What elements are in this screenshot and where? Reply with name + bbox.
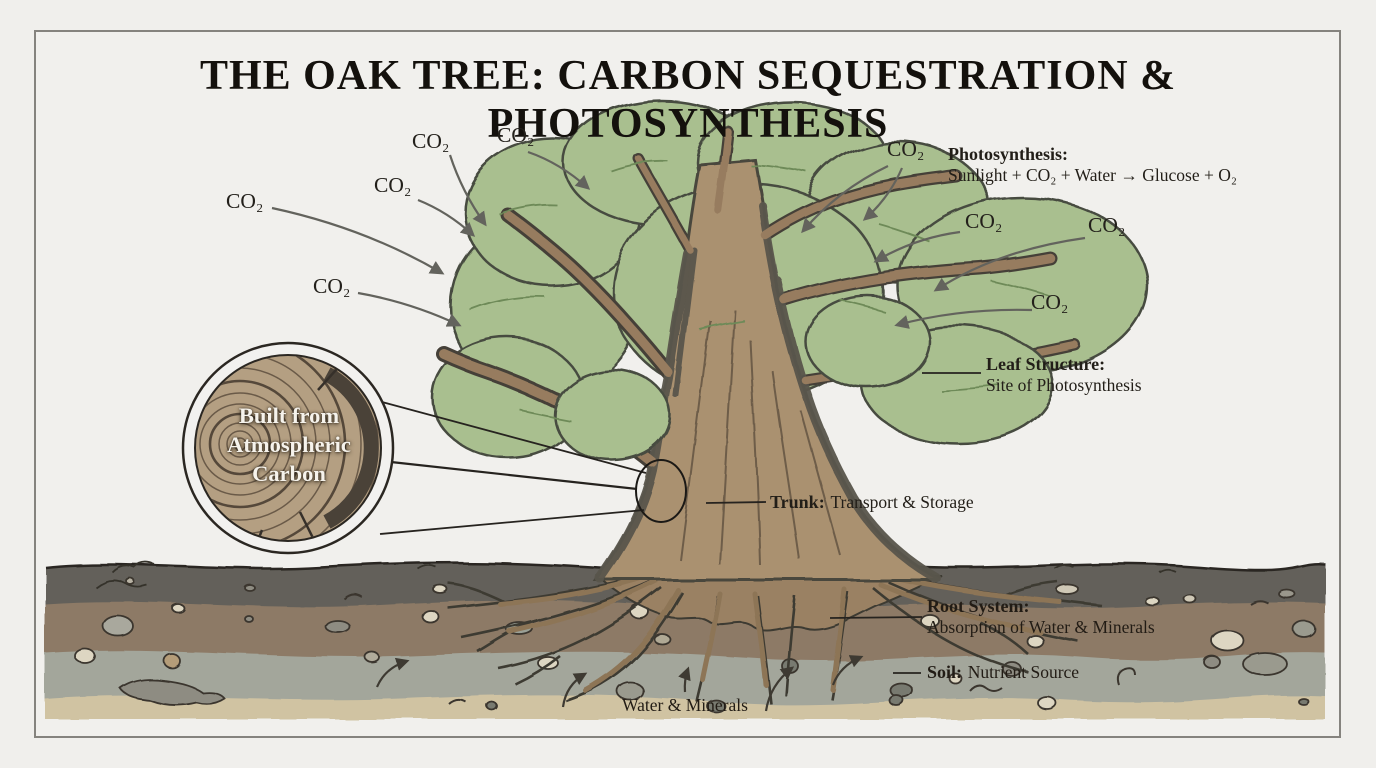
co2-label-3: CO₂ [412,129,450,153]
root-system-title: Root System: [927,596,1030,616]
co2-label-4: CO₂ [497,123,535,147]
photosynthesis-title: Photosynthesis: [948,144,1069,164]
leaf-veins [469,159,1051,421]
soil-arrows [375,655,864,712]
soil-cross-section [44,561,1326,719]
co2-label-9: CO₂ [1031,290,1069,314]
trunk-sub: Transport & Storage [830,492,974,512]
photosynthesis-note: Photosynthesis: Sunlight + CO₂ + Water →… [948,144,1237,186]
connector-lines [379,401,647,535]
co2-label-7: CO₂ [965,209,1003,233]
co2-arrows [271,150,1086,329]
water-minerals-label: Water & Minerals [622,695,748,715]
bark-streaks [679,309,841,566]
leaf-structure-sub: Site of Photosynthesis [986,375,1142,396]
trunk-title: Trunk: [770,492,825,512]
inset-caption-line2: Atmospheric [227,432,351,457]
leader-lines [705,372,981,674]
co2-label-2: CO₂ [374,173,412,197]
soil-rocks [74,577,1317,713]
soil-sub: Nutrient Source [967,662,1080,682]
leaf-structure-title: Leaf Structure: [986,354,1106,374]
soil-squiggles [344,594,1269,704]
inset-caption: Built from Atmospheric Carbon [181,401,397,488]
co2-label-8: CO₂ [1088,213,1126,237]
root-system-note: Root System: Absorption of Water & Miner… [927,596,1155,638]
trunk-note: Trunk:Transport & Storage [770,492,974,513]
soil-note: Soil:Nutrient Source [927,662,1079,683]
root-system-sub: Absorption of Water & Minerals [927,617,1155,638]
canopy-front [552,294,1055,462]
magnifier-circle [635,459,687,523]
photosynthesis-formula: Sunlight + CO₂ + Water → Glucose + O₂ [948,165,1237,186]
co2-label-5: CO₂ [313,274,351,298]
soil-title: Soil: [927,662,963,682]
page-title: THE OAK TREE: CARBON SEQUESTRATION & PHO… [199,53,1177,147]
root-system [447,575,1103,705]
surface-marks [94,561,1177,588]
inset-caption-line3: Carbon [252,461,326,486]
leaf-structure-note: Leaf Structure: Site of Photosynthesis [986,354,1142,396]
co2-label-1: CO₂ [226,189,264,213]
tree-ring-inset [181,341,395,555]
inset-caption-line1: Built from [238,403,340,428]
co2-label-6: CO₂ [887,137,925,161]
